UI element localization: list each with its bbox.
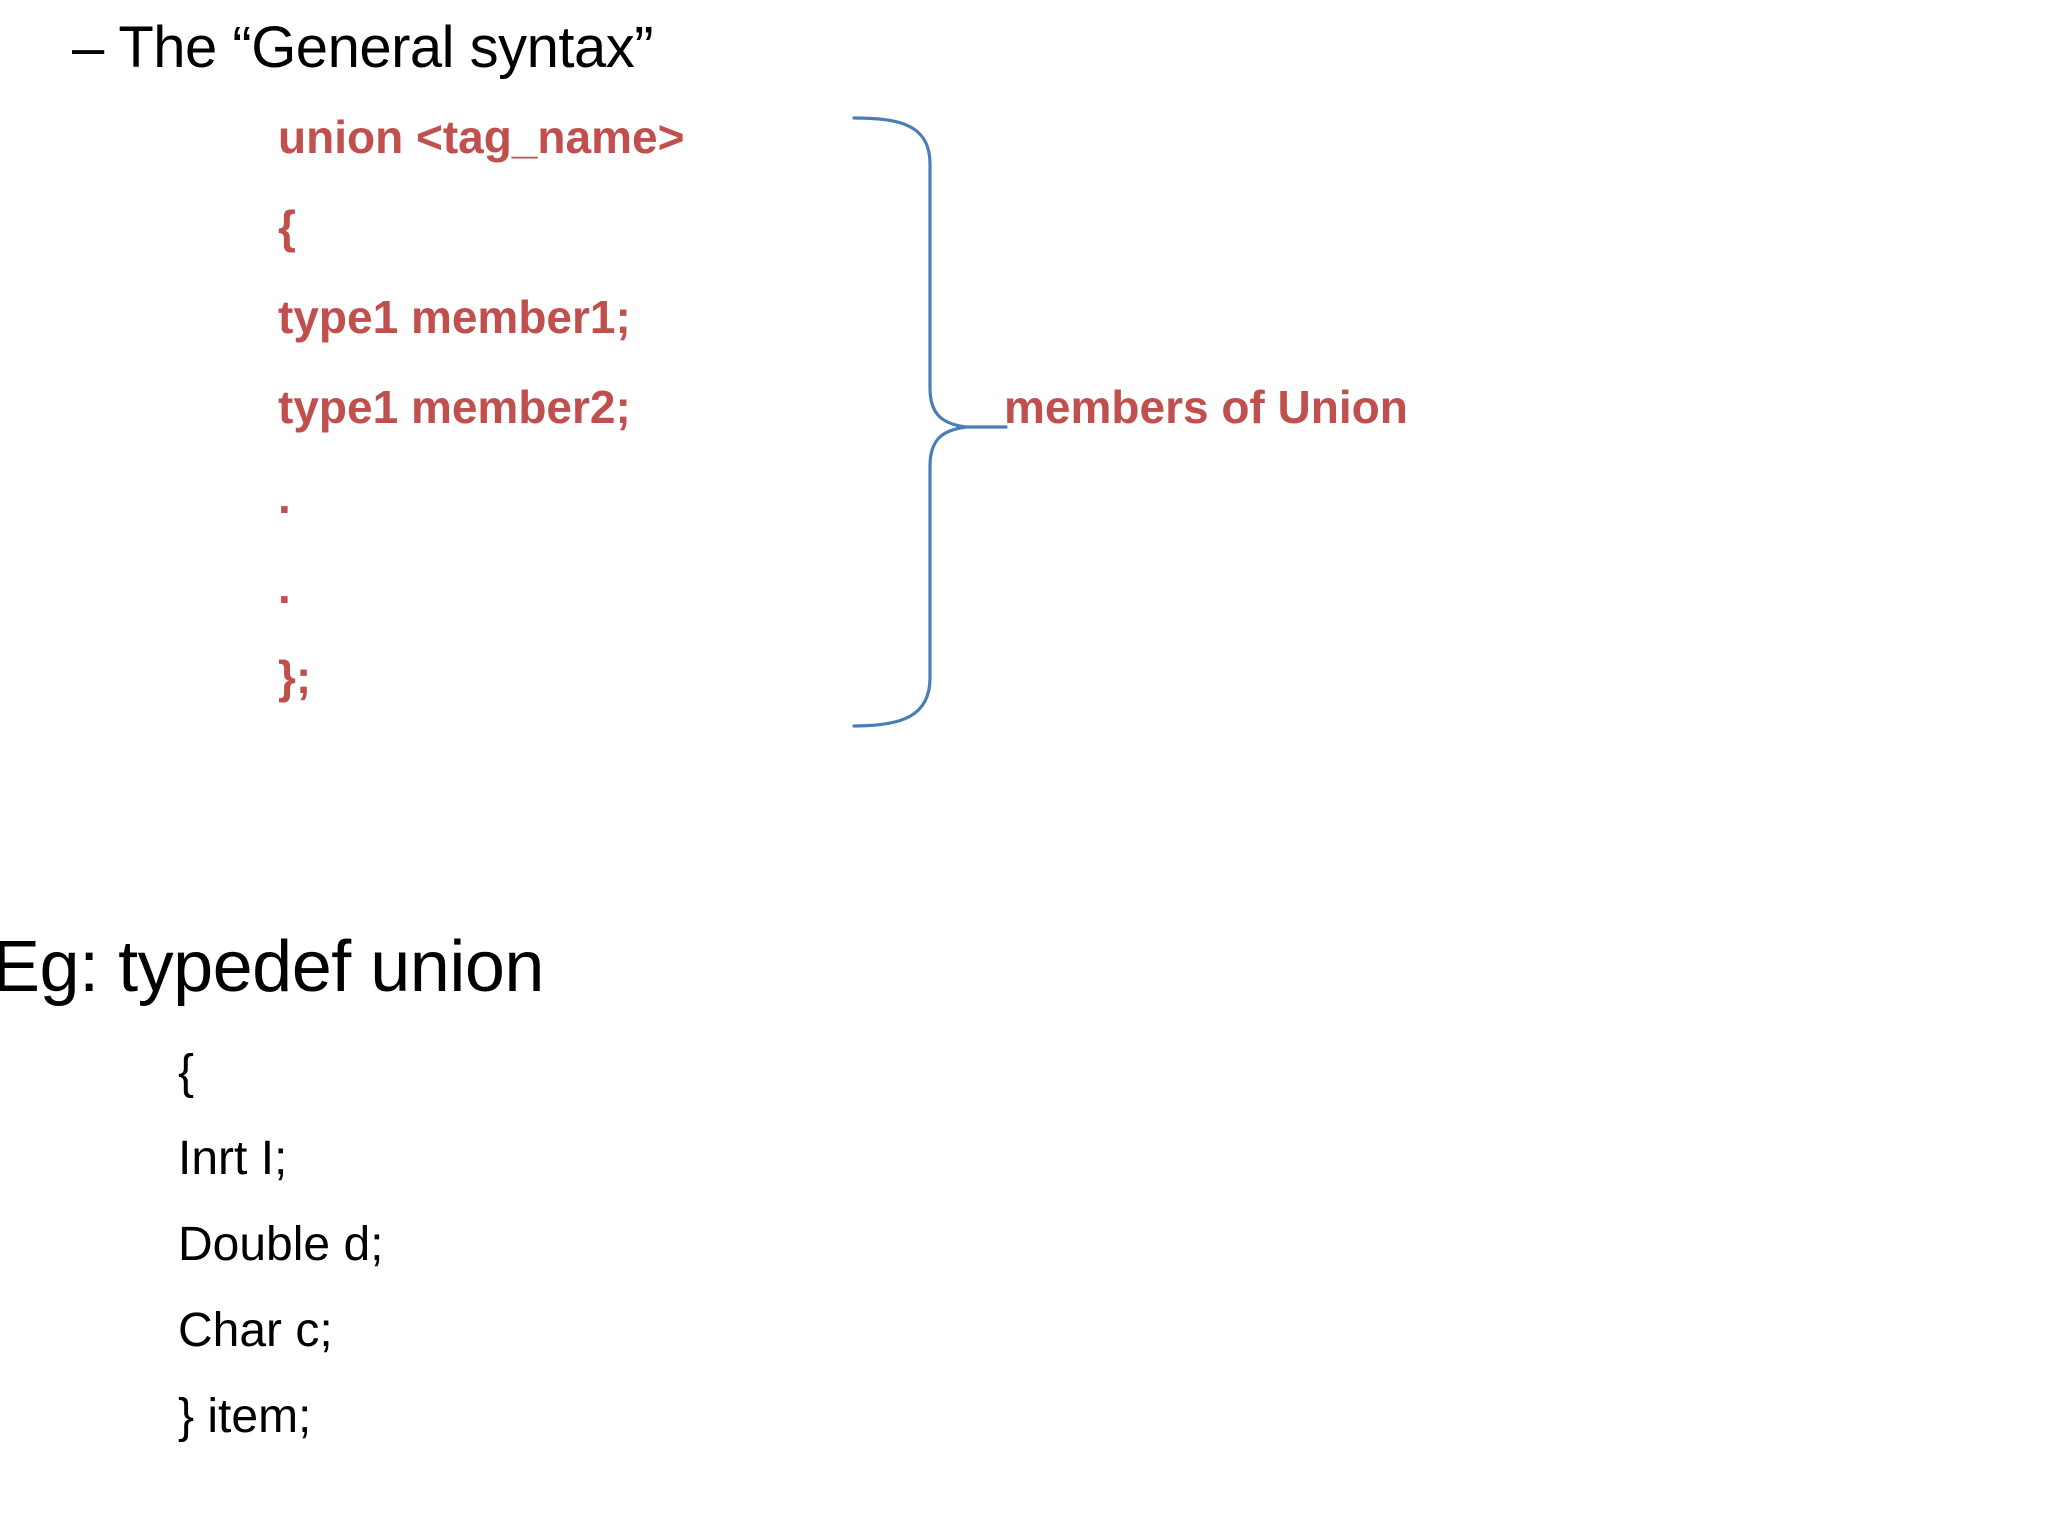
syntax-code-line: .	[278, 561, 291, 613]
syntax-code-line: union <tag_name>	[278, 111, 685, 163]
syntax-code-line: .	[278, 471, 291, 523]
example-code-block: { Inrt I; Double d; Char c; } item;	[178, 1030, 878, 1460]
syntax-code-line: type1 member2;	[278, 381, 631, 433]
example-code-line: Double d;	[178, 1218, 384, 1271]
syntax-code-line: {	[278, 201, 296, 253]
syntax-code-line: };	[278, 651, 312, 703]
union-syntax-code-block: union <tag_name> { type1 member1; type1 …	[278, 92, 898, 722]
example-heading: Eg: typedef union	[0, 927, 544, 1007]
example-code-line: Inrt I;	[178, 1132, 288, 1185]
members-of-union-label: members of Union	[1004, 381, 1408, 433]
example-code-line: Char c;	[178, 1304, 333, 1357]
syntax-code-line: type1 member1;	[278, 291, 631, 343]
example-code-line: } item;	[178, 1390, 312, 1443]
general-syntax-heading: – The “General syntax”	[72, 15, 654, 80]
example-code-line: {	[178, 1046, 195, 1099]
